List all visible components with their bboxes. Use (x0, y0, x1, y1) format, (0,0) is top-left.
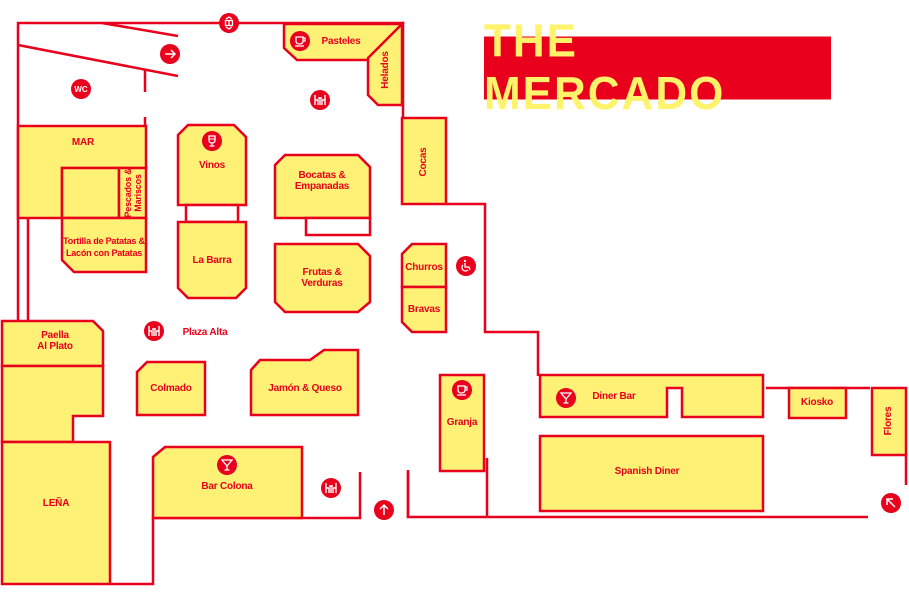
label-pasteles[interactable]: Pasteles (321, 36, 361, 47)
label-diner-bar[interactable]: Diner Bar (592, 391, 636, 402)
label-jamon[interactable]: Jamón & Queso (268, 383, 342, 394)
stall-cocas (400, 116, 448, 206)
label-plaza-alta: Plaza Alta (182, 327, 228, 338)
label-bocatas-2[interactable]: Empanadas (294, 181, 350, 192)
label-lena[interactable]: LEÑA (42, 498, 70, 509)
map-title: THE MERCADO (484, 16, 831, 119)
stall-vinos (176, 123, 248, 207)
label-granja[interactable]: Granja (446, 417, 478, 428)
wc-icon[interactable]: WC (71, 79, 91, 99)
arrow-right-icon[interactable] (160, 44, 180, 64)
label-colmado[interactable]: Colmado (150, 383, 192, 394)
stall-lena-upper (0, 364, 105, 444)
cocktail-glass-icon (217, 455, 237, 475)
label-kiosko[interactable]: Kiosko (800, 397, 834, 408)
label-paella-1[interactable]: Paella (41, 330, 69, 341)
stall-la-barra (176, 220, 248, 300)
arrow-up-left-icon[interactable] (881, 493, 901, 513)
stall-flores (870, 386, 908, 457)
label-mar[interactable]: MAR (71, 137, 95, 148)
label-churros[interactable]: Churros (405, 262, 443, 273)
label-spanish-diner[interactable]: Spanish Diner (614, 466, 680, 477)
label-frutas-2[interactable]: Verduras (301, 278, 343, 289)
stall-kiosko (787, 386, 848, 420)
label-flores[interactable]: Flores (883, 406, 894, 436)
label-cocas[interactable]: Cocas (418, 147, 429, 177)
stall-helados (366, 20, 404, 107)
label-tortilla-2[interactable]: Lacón con Patatas (65, 248, 143, 258)
wine-glass-icon (202, 131, 222, 151)
label-bocatas-1[interactable]: Bocatas & (298, 170, 346, 181)
coffee-cup-icon (290, 31, 310, 51)
stall-lena (0, 440, 112, 586)
label-helados[interactable]: Helados (380, 51, 391, 89)
label-paella-2[interactable]: Al Plato (37, 341, 73, 352)
stall-jamon (249, 348, 360, 417)
stall-vinos-link (184, 203, 240, 224)
wheelchair-icon[interactable] (456, 256, 476, 276)
stalls (0, 20, 908, 586)
stall-bravas (400, 285, 448, 334)
stall-pasteles (282, 22, 405, 62)
label-vinos[interactable]: Vinos (198, 160, 226, 171)
cocktail-glass-icon (556, 388, 576, 408)
label-bar-colona[interactable]: Bar Colona (201, 481, 253, 492)
stall-paella (0, 319, 105, 368)
arrow-up-icon[interactable] (374, 500, 394, 520)
stall-bocatas-link (304, 216, 372, 237)
label-pescados[interactable]: Pescados & Mariscos (123, 168, 143, 218)
elevator-icon[interactable] (219, 13, 239, 33)
label-frutas-1[interactable]: Frutas & (302, 267, 342, 278)
seating-icon[interactable] (144, 321, 164, 341)
coffee-cup-icon (452, 380, 472, 400)
stall-colmado (135, 360, 207, 417)
stall-spanish-diner (538, 434, 765, 513)
label-tortilla-1[interactable]: Tortilla de Patatas & (63, 236, 145, 246)
stall-bar-colona (151, 445, 304, 520)
stall-mar-inner (60, 166, 121, 220)
stall-tortilla (60, 216, 148, 274)
label-la-barra[interactable]: La Barra (192, 255, 232, 266)
stall-frutas (273, 242, 372, 314)
stall-diner-bar (538, 373, 765, 419)
seating-icon[interactable] (321, 478, 341, 498)
seating-icon[interactable] (310, 90, 330, 110)
label-bravas[interactable]: Bravas (407, 304, 441, 315)
